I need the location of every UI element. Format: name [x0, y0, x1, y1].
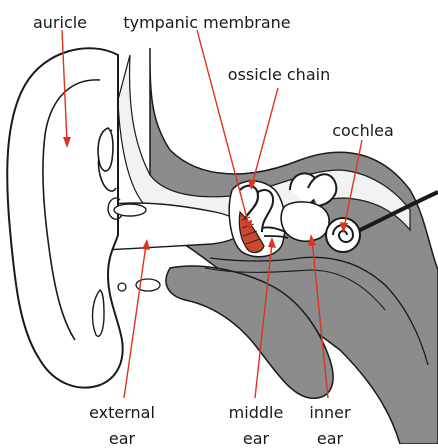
label-tympanic-membrane: tympanic membrane: [123, 15, 290, 31]
label-inner-ear: ear: [317, 431, 343, 447]
label-ossicle-chain: ossicle chain: [228, 67, 330, 83]
label-external-ear: ear: [109, 431, 135, 447]
intertragic-mark: [118, 283, 126, 291]
label-auricle: auricle: [33, 15, 87, 31]
label-cochlea: cochlea: [332, 123, 394, 139]
label-middle: middle: [229, 405, 284, 421]
label-external: external: [89, 405, 155, 421]
label-inner: inner: [309, 405, 350, 421]
leader-external: [124, 245, 146, 398]
label-middle-ear: ear: [243, 431, 269, 447]
vestibule: [281, 202, 329, 241]
cartilage-oval: [114, 204, 146, 216]
